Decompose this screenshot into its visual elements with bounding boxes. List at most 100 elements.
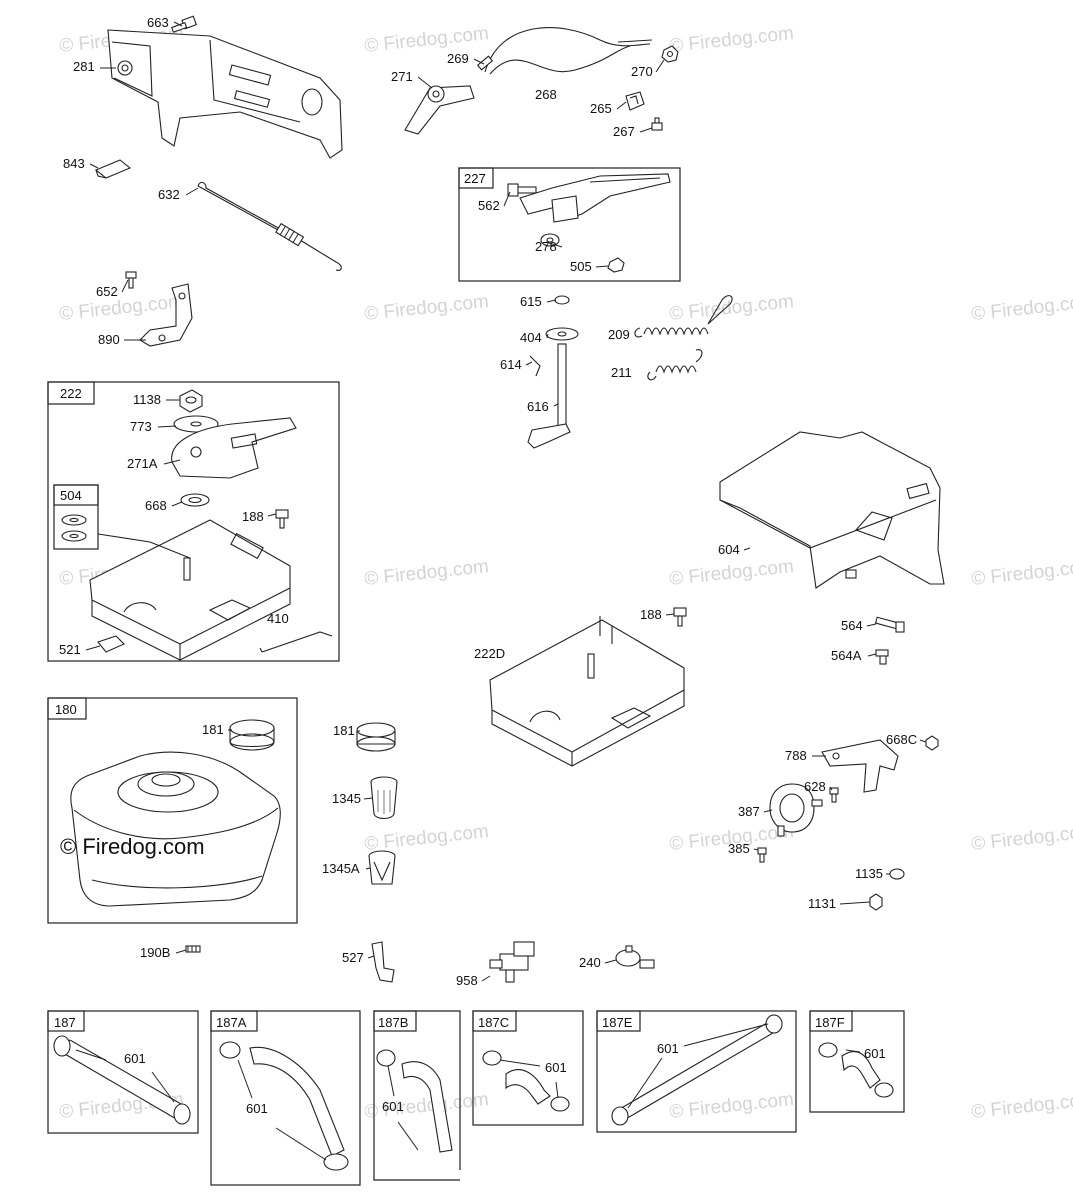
control-cable-part-268: [476, 27, 653, 75]
callout-385: 385: [728, 841, 750, 856]
nut-part-1135: [889, 868, 905, 880]
callout-890: 890: [98, 332, 120, 347]
shaft-part-616: [527, 343, 571, 449]
nut-part-668C: [925, 735, 939, 751]
box-187: 187: [47, 1010, 199, 1134]
screw-part-385: [757, 847, 767, 863]
callout-663: 663: [147, 15, 169, 30]
washer-part-404: [545, 327, 579, 341]
callout-601: 601: [124, 1051, 146, 1066]
box-180-label: 180: [55, 702, 77, 717]
callout-521: 521: [59, 642, 81, 657]
box-222: 222: [47, 381, 340, 662]
bracket-part-281: [107, 29, 343, 159]
callout-958: 958: [456, 973, 478, 988]
screw-part-267: [651, 117, 663, 131]
callout-267: 267: [613, 124, 635, 139]
screw-part-652: [125, 271, 137, 289]
box-187E-label: 187E: [602, 1015, 633, 1030]
governor-lever-part-227: [507, 173, 671, 273]
box-504: 504: [53, 484, 99, 550]
watermark-text: © Firedog.com: [970, 291, 1073, 325]
pulse-pump-part-387: [769, 783, 823, 837]
screw-part-564A: [875, 649, 889, 665]
callout-628: 628: [804, 779, 826, 794]
callout-410: 410: [267, 611, 289, 626]
callout-269: 269: [447, 51, 469, 66]
watermark-text: © Firedog.com: [363, 556, 489, 590]
callout-268: 268: [535, 87, 557, 102]
nut-part-1138: [179, 389, 203, 413]
link-part-632: [197, 181, 342, 271]
washer-part-773: [173, 415, 219, 433]
box-227-label: 227: [464, 171, 486, 186]
callout-632: 632: [158, 187, 180, 202]
screw-part-628: [829, 787, 839, 803]
pin-part-614: [529, 355, 541, 377]
callout-616: 616: [527, 399, 549, 414]
callout-773: 773: [130, 419, 152, 434]
callout-1345A: 1345A: [322, 861, 360, 876]
box-504-label: 504: [60, 488, 82, 503]
screw-part-564: [874, 616, 905, 633]
box-187C: 187C: [472, 1010, 584, 1126]
box-180: 180: [47, 697, 298, 924]
callout-668C: 668C: [886, 732, 917, 747]
callout-1345: 1345: [332, 791, 361, 806]
box-187A-label: 187A: [216, 1015, 247, 1030]
filter-part-1345: [370, 776, 398, 820]
box-187F-label: 187F: [815, 1015, 845, 1030]
watermark-text: © Firedog.com: [970, 1089, 1073, 1123]
base-plate-part-222D: [489, 616, 685, 767]
box-187F: 187F: [809, 1010, 905, 1113]
callout-601: 601: [864, 1046, 886, 1061]
callout-601: 601: [545, 1060, 567, 1075]
watermark-text: © Firedog.com: [970, 821, 1073, 855]
callout-615: 615: [520, 294, 542, 309]
clip-part-521: [97, 635, 125, 653]
fuel-cap-part-181b: [356, 722, 396, 752]
callout-601: 601: [657, 1041, 679, 1056]
callout-601: 601: [246, 1101, 268, 1116]
box-187A: 187A: [210, 1010, 361, 1186]
hose-part-187E: [611, 1014, 783, 1126]
callout-1138: 1138: [133, 392, 161, 407]
callout-564A: 564A: [831, 648, 862, 663]
lever-part-271: [404, 85, 475, 135]
callout-387: 387: [738, 804, 760, 819]
bracket-part-788: [821, 739, 899, 793]
filter-part-1345A: [368, 850, 396, 885]
callout-505: 505: [570, 259, 592, 274]
callout-1135: 1135: [855, 866, 883, 881]
callout-labels: 6632818436326528901138773271A66818841052…: [59, 15, 917, 1116]
nut-part-270: [661, 45, 679, 63]
callout-271A: 271A: [127, 456, 158, 471]
callout-265: 265: [590, 101, 612, 116]
callout-601: 601: [382, 1099, 404, 1114]
callout-181: 181: [202, 722, 224, 737]
callout-190B: 190B: [140, 945, 170, 960]
box-222-label: 222: [60, 386, 82, 401]
watermark-text: © Firedog.com: [970, 556, 1073, 590]
plate-part-271A: [171, 417, 297, 479]
spring-part-211: [647, 349, 703, 381]
leader-lines: [85, 21, 927, 982]
callout-181: 181: [333, 723, 355, 738]
vent-part-240: [615, 945, 655, 969]
callout-668: 668: [145, 498, 167, 513]
callout-211: 211: [611, 365, 632, 380]
fuel-tank-part-180: [70, 751, 281, 907]
watermark-text: © Firedog.com: [363, 821, 489, 855]
link-part-410: [259, 631, 333, 653]
callout-788: 788: [785, 748, 807, 763]
tank-watermark: © Firedog.com: [60, 834, 205, 859]
callout-270: 270: [631, 64, 653, 79]
callout-240: 240: [579, 955, 601, 970]
box-187C-label: 187C: [478, 1015, 509, 1030]
washer-part-615: [554, 295, 570, 305]
washer-set-504: [61, 514, 87, 542]
clip-part-843: [94, 159, 132, 179]
callout-222D: 222D: [474, 646, 505, 661]
screw-part-663: [171, 15, 198, 33]
